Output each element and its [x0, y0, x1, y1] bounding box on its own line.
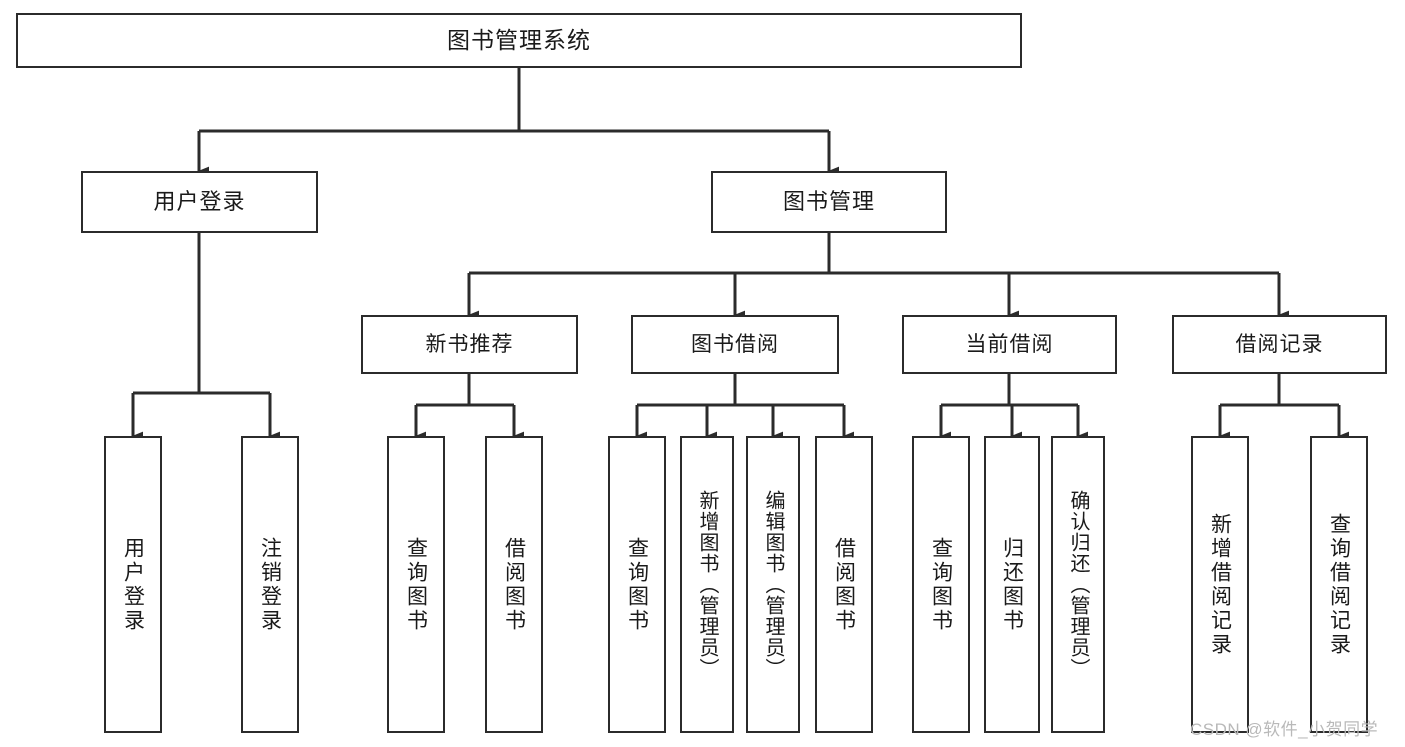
node-level1-1[interactable]: 图书管理	[711, 171, 947, 233]
node-root-system[interactable]: 图书管理系统	[16, 13, 1022, 68]
node-level2-3[interactable]: 借阅记录	[1172, 315, 1387, 374]
node-leaf-6[interactable]: 编辑图书（管理员）	[746, 436, 800, 733]
node-leaf-10[interactable]: 确认归还（管理员）	[1051, 436, 1105, 733]
node-leaf-3[interactable]: 借阅图书	[485, 436, 543, 733]
node-leaf-1[interactable]: 注销登录	[241, 436, 299, 733]
node-level1-0[interactable]: 用户登录	[81, 171, 318, 233]
node-leaf-7[interactable]: 借阅图书	[815, 436, 873, 733]
node-leaf-9[interactable]: 归还图书	[984, 436, 1040, 733]
node-leaf-12[interactable]: 查询借阅记录	[1310, 436, 1368, 733]
node-level2-0[interactable]: 新书推荐	[361, 315, 578, 374]
node-leaf-8[interactable]: 查询图书	[912, 436, 970, 733]
node-leaf-5[interactable]: 新增图书（管理员）	[680, 436, 734, 733]
node-leaf-11[interactable]: 新增借阅记录	[1191, 436, 1249, 733]
node-leaf-2[interactable]: 查询图书	[387, 436, 445, 733]
node-level2-1[interactable]: 图书借阅	[631, 315, 839, 374]
node-leaf-4[interactable]: 查询图书	[608, 436, 666, 733]
node-leaf-0[interactable]: 用户登录	[104, 436, 162, 733]
node-level2-2[interactable]: 当前借阅	[902, 315, 1117, 374]
